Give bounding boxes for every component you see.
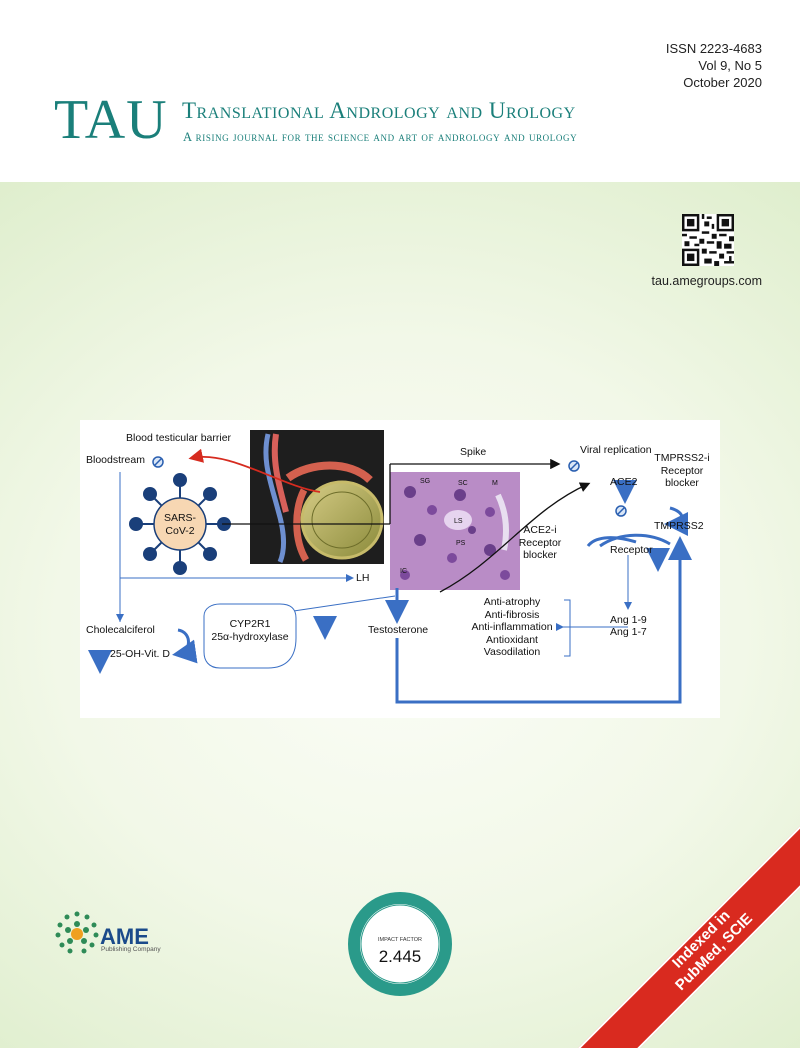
label-spike: Spike: [460, 446, 487, 458]
journal-title: Translational Andrology and Urology: [182, 98, 576, 123]
effect-item: Anti-atrophy: [483, 596, 541, 608]
sars-cov-2-virus: [129, 473, 231, 575]
label-ic: IC: [400, 568, 407, 575]
effect-item: Vasodilation: [483, 646, 541, 658]
impact-factor-badge: [348, 892, 452, 996]
effect-item: Antioxidant: [486, 633, 538, 646]
journal-abbreviation: TAU: [54, 89, 168, 151]
publisher-name: AME: [100, 924, 149, 949]
label-ace2: ACE2: [610, 476, 638, 488]
label-tmprss2-i: TMPRSS2-i Receptor blocker: [654, 452, 710, 489]
label-ps: PS: [456, 540, 466, 547]
label-ace2-i: ACE2-i Receptor blocker: [518, 524, 562, 561]
label-receptor: Receptor: [610, 544, 653, 556]
label-sg: SG: [420, 478, 431, 485]
figure-diagram: [88, 430, 692, 704]
effect-item: Anti-fibrosis: [484, 608, 540, 621]
issn: ISSN 2223-4683: [665, 41, 762, 56]
testis-anatomy-image: [250, 430, 384, 564]
qr-code-icon[interactable]: [682, 214, 734, 266]
label-ang-1-7: Ang 1-7: [610, 626, 647, 638]
volume: Vol 9, No 5: [698, 58, 762, 73]
label-tmprss2: TMPRSS2: [654, 520, 704, 532]
impact-factor-value: 2.445: [378, 947, 422, 966]
label-ang-1-9: Ang 1-9: [610, 614, 647, 626]
effects-list: Anti-atrophy Anti-fibrosis Anti-inflamma…: [462, 596, 562, 659]
journal-url[interactable]: tau.amegroups.com: [651, 274, 762, 288]
histology-image: [390, 472, 520, 590]
issue-info: ISSN 2223-4683 Vol 9, No 5 October 2020: [666, 40, 762, 91]
effect-item: Anti-inflammation: [471, 621, 553, 633]
issue-date: October 2020: [683, 75, 762, 90]
label-viral-replication: Viral replication: [580, 444, 652, 456]
label-sc: SC: [458, 480, 468, 487]
ame-logo-icon: [55, 911, 99, 954]
publisher-sub: Publishing Company: [101, 946, 161, 953]
cover-figure: Blood testicular barrier Bloodstream SAR…: [80, 420, 720, 718]
label-25-oh-vit-d: 25-OH-Vit. D: [110, 648, 170, 660]
cover-header: ISSN 2223-4683 Vol 9, No 5 October 2020 …: [0, 0, 800, 182]
label-bloodstream: Bloodstream: [86, 454, 145, 466]
impact-factor-label: IMPACT FACTOR: [377, 937, 422, 943]
label-sars-cov-2: SARS- CoV-2: [163, 512, 197, 537]
label-m: M: [492, 480, 498, 487]
label-testosterone: Testosterone: [368, 624, 429, 636]
label-blood-testicular-barrier: Blood testicular barrier: [126, 432, 232, 444]
label-cholecalciferol: Cholecalciferol: [86, 624, 155, 636]
journal-subtitle: A rising journal for the science and art…: [183, 130, 578, 144]
label-ls: LS: [454, 518, 463, 525]
label-cyp2r1: CYP2R1 25α-hydroxylase: [211, 618, 289, 643]
label-lh: LH: [356, 572, 370, 584]
